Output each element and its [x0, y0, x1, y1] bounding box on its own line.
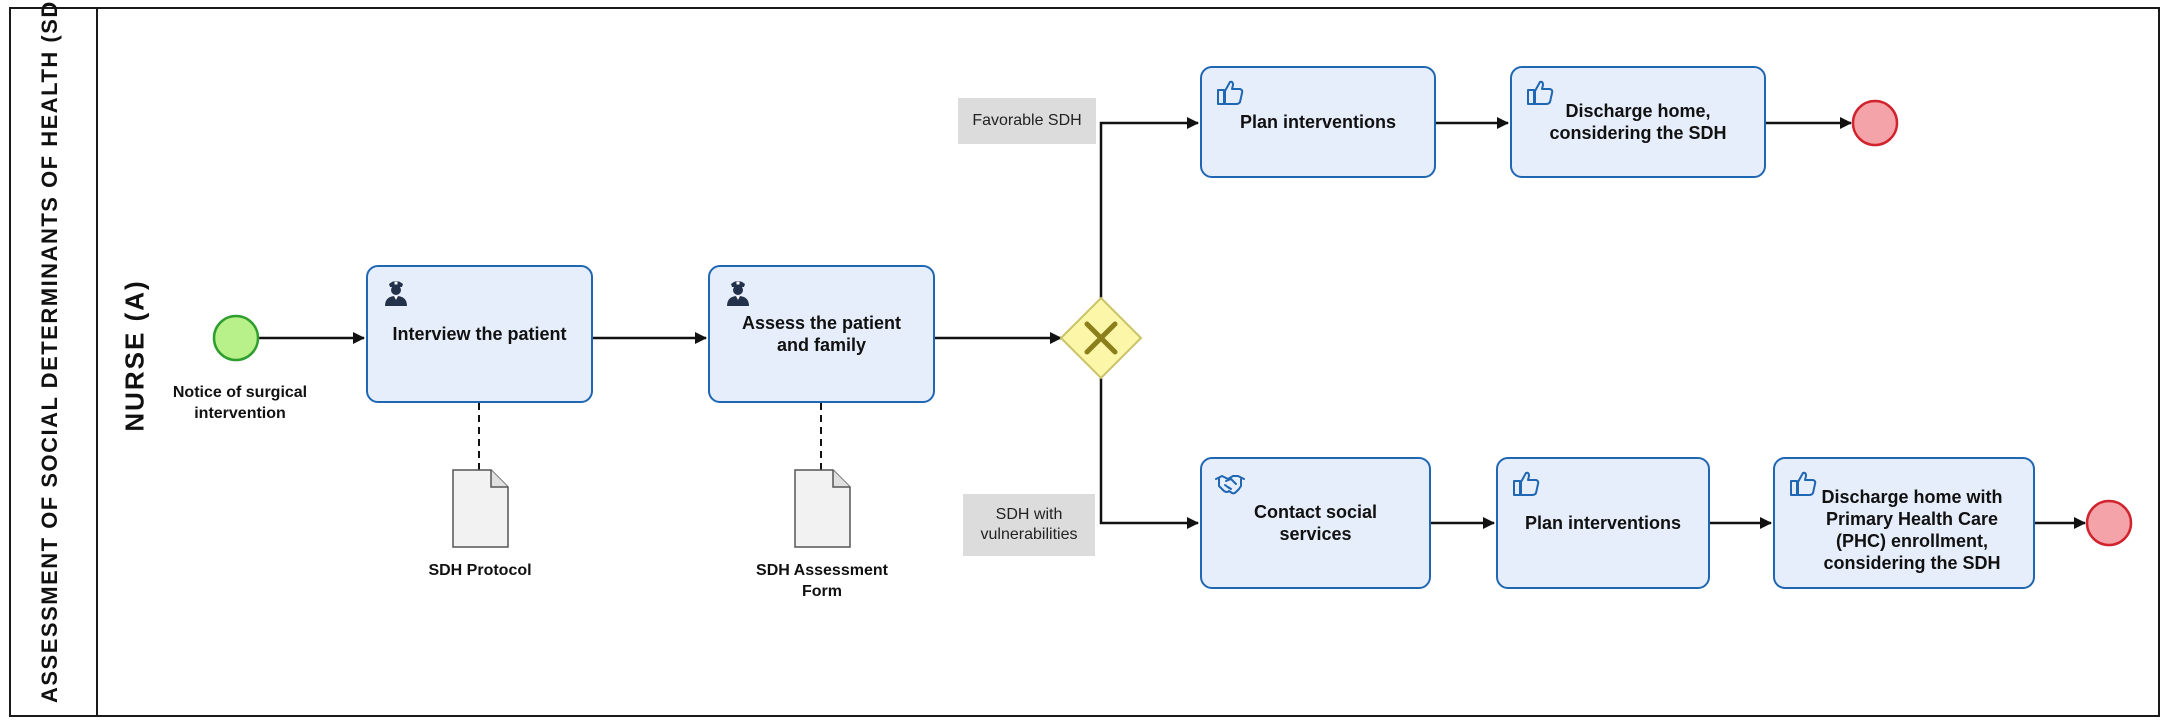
task-contact-social-services[interactable]: Contact social services	[1200, 457, 1431, 589]
task-interview-patient[interactable]: Interview the patient	[366, 265, 593, 403]
task-discharge-bottom-label: Discharge home with Primary Health Care …	[1821, 487, 2003, 573]
thumbs-up-icon	[1513, 471, 1540, 496]
nurse-icon	[385, 281, 407, 306]
pool	[9, 7, 2160, 717]
start-event-label: Notice of surgical intervention	[172, 384, 308, 422]
end-event-bottom	[2085, 499, 2133, 547]
data-object-form-label: SDH Assessment Form	[756, 562, 888, 600]
gateway-label-vulnerable: SDH with vulnerabilities	[963, 494, 1095, 556]
task-plan-top-label: Plan interventions	[1239, 112, 1397, 132]
task-discharge-top-label: Discharge home, considering the SDH	[1549, 101, 1727, 143]
start-event	[212, 314, 260, 362]
task-discharge-home-top[interactable]: Discharge home, considering the SDH	[1510, 66, 1766, 178]
task-assess-patient-family[interactable]: Assess the patient and family	[708, 265, 935, 403]
handshake-icon	[1215, 475, 1245, 495]
gateway-label-favorable: Favorable SDH	[958, 98, 1096, 144]
task-discharge-home-phc[interactable]: Discharge home with Primary Health Care …	[1773, 457, 2035, 589]
end-event-top	[1851, 99, 1899, 147]
data-object-form	[794, 469, 851, 548]
thumbs-up-icon	[1217, 80, 1244, 105]
task-contact-label: Contact social services	[1253, 502, 1378, 544]
exclusive-gateway	[1059, 296, 1143, 380]
nurse-icon	[727, 281, 749, 306]
task-interview-label: Interview the patient	[392, 324, 567, 344]
data-object-protocol-label: SDH Protocol	[428, 562, 532, 579]
lane-divider	[96, 7, 98, 717]
task-plan-interventions-top[interactable]: Plan interventions	[1200, 66, 1436, 178]
flow-gateway-to-plan-top	[1099, 117, 1199, 298]
flow-gateway-to-contact	[1099, 378, 1199, 529]
task-plan-interventions-bottom[interactable]: Plan interventions	[1496, 457, 1710, 589]
data-object-protocol	[452, 469, 509, 548]
thumbs-up-icon	[1527, 80, 1554, 105]
task-assess-label: Assess the patient and family	[741, 313, 902, 355]
thumbs-up-icon	[1790, 471, 1817, 496]
task-plan-bottom-label: Plan interventions	[1524, 513, 1682, 533]
